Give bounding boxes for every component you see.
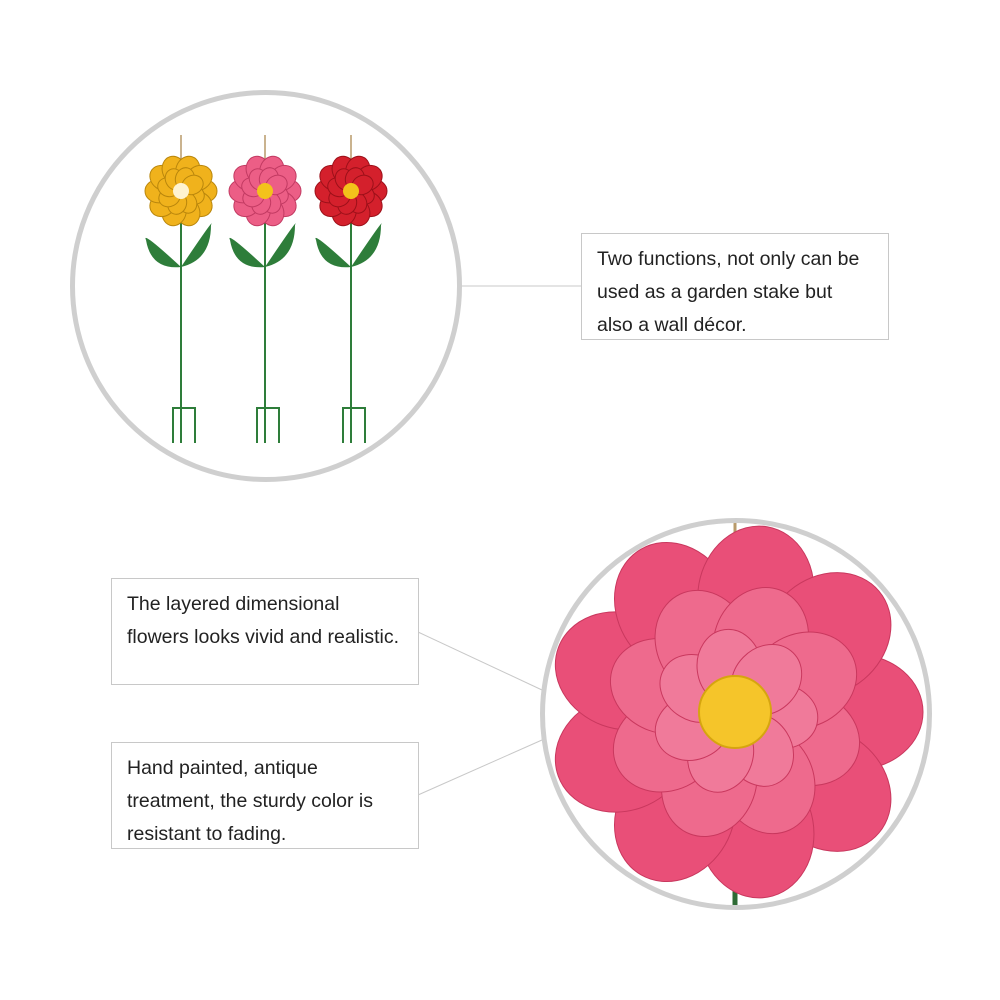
flower-stake — [314, 135, 388, 443]
garden-stakes-image-circle — [70, 90, 462, 482]
callout-dual-function: Two functions, not only can be used as a… — [581, 233, 889, 340]
callout-text: The layered dimensional flowers looks vi… — [127, 593, 400, 648]
callout-text: Two functions, not only can be used as a… — [597, 248, 860, 336]
flower-stake — [228, 135, 302, 443]
pink-flower-closeup-illustration — [554, 523, 924, 905]
connector-line-2 — [417, 631, 543, 691]
callout-text: Hand painted, antique treatment, the stu… — [127, 757, 374, 845]
three-flower-stakes-illustration — [144, 135, 388, 443]
callout-hand-painted: Hand painted, antique treatment, the stu… — [111, 742, 419, 849]
callout-layered-flowers: The layered dimensional flowers looks vi… — [111, 578, 419, 685]
flower-closeup-circle — [540, 518, 932, 910]
flower-stake — [144, 135, 218, 443]
connector-line-3 — [417, 739, 543, 796]
flower-stake — [144, 135, 388, 443]
